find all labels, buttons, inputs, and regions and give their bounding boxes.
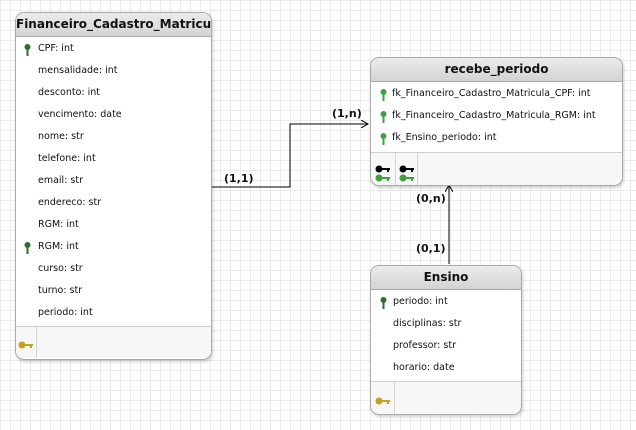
field-text: fk_Financeiro_Cadastro_Matricula_CPF: in…: [392, 88, 591, 99]
field-row-rgm[interactable]: RGM: int: [16, 214, 211, 236]
field-row-desconto[interactable]: desconto: int: [16, 82, 211, 104]
field-row-periodo[interactable]: periodo: int: [16, 302, 211, 324]
field-text: fk_Financeiro_Cadastro_Matricula_RGM: in…: [392, 110, 596, 121]
field-text: RGM: int: [38, 241, 79, 252]
field-text: fk_Ensino_periodo: int: [392, 132, 497, 143]
footer-divider: [36, 327, 37, 357]
field-text: periodo: int: [393, 296, 448, 307]
field-list: periodo: int disciplinas: str professor:…: [371, 290, 521, 379]
field-text: curso: str: [38, 263, 83, 274]
field-row-mensalidade[interactable]: mensalidade: int: [16, 60, 211, 82]
footer-divider: [417, 153, 418, 185]
foreign-key-icon: [399, 167, 415, 185]
field-text: RGM: int: [38, 219, 79, 230]
cardinality-label-recebe-side-left: (1,n): [332, 107, 362, 120]
field-row-curso[interactable]: curso: str: [16, 258, 211, 280]
field-text: endereco: str: [38, 197, 102, 208]
divider: [371, 381, 521, 382]
table-footer: [16, 327, 211, 357]
field-text: nome: str: [38, 131, 84, 142]
field-row-vencimento[interactable]: vencimento: date: [16, 104, 211, 126]
field-row-fk-ensino[interactable]: fk_Ensino_periodo: int: [371, 127, 622, 149]
field-list: fk_Financeiro_Cadastro_Matricula_CPF: in…: [371, 82, 622, 149]
table-title: Financeiro_Cadastro_Matricula: [16, 13, 211, 37]
key-icon: [375, 158, 391, 177]
field-text: email: str: [38, 175, 83, 186]
field-text: mensalidade: int: [38, 65, 118, 76]
field-text: CPF: int: [38, 43, 74, 54]
table-footer: [371, 153, 622, 185]
key-icon: [375, 390, 391, 409]
field-list: CPF: int mensalidade: int desconto: int …: [16, 37, 211, 324]
field-text: professor: str: [393, 340, 456, 351]
table-title: recebe_periodo: [371, 58, 622, 82]
table-ensino[interactable]: Ensino periodo: int disciplinas: str pro…: [370, 265, 522, 415]
field-row-periodo[interactable]: periodo: int: [371, 291, 521, 313]
field-row-fk-rgm[interactable]: fk_Financeiro_Cadastro_Matricula_RGM: in…: [371, 105, 622, 127]
foreign-key-icon: [380, 110, 387, 123]
field-row-professor[interactable]: professor: str: [371, 335, 521, 357]
field-text: telefone: int: [38, 153, 96, 164]
footer-divider: [395, 153, 396, 185]
key-icon: [18, 334, 34, 353]
field-text: disciplinas: str: [393, 318, 462, 329]
footer-divider: [394, 382, 395, 414]
field-row-rgm-key[interactable]: RGM: int: [16, 236, 211, 258]
divider: [16, 326, 211, 327]
table-title: Ensino: [371, 266, 521, 290]
key-icon: [399, 158, 415, 177]
table-recebe-periodo[interactable]: recebe_periodo fk_Financeiro_Cadastro_Ma…: [370, 57, 623, 186]
table-footer: [371, 382, 521, 414]
cardinality-label-financeiro-side: (1,1): [224, 172, 254, 185]
cardinality-label-recebe-side-bottom: (0,n): [416, 192, 446, 205]
field-row-fk-cpf[interactable]: fk_Financeiro_Cadastro_Matricula_CPF: in…: [371, 83, 622, 105]
table-financeiro-cadastro-matricula[interactable]: Financeiro_Cadastro_Matricula CPF: int m…: [15, 12, 212, 360]
foreign-key-icon: [375, 167, 391, 185]
field-row-nome[interactable]: nome: str: [16, 126, 211, 148]
field-text: periodo: int: [38, 307, 93, 318]
field-row-turno[interactable]: turno: str: [16, 280, 211, 302]
field-row-endereco[interactable]: endereco: str: [16, 192, 211, 214]
primary-key-icon: [380, 296, 387, 309]
field-text: vencimento: date: [38, 109, 122, 120]
foreign-key-icon: [380, 88, 387, 101]
field-row-disciplinas[interactable]: disciplinas: str: [371, 313, 521, 335]
field-text: turno: str: [38, 285, 83, 296]
primary-key-icon: [24, 241, 31, 254]
field-text: horario: date: [393, 362, 455, 373]
field-row-cpf[interactable]: CPF: int: [16, 38, 211, 60]
field-row-telefone[interactable]: telefone: int: [16, 148, 211, 170]
field-row-horario[interactable]: horario: date: [371, 357, 521, 379]
foreign-key-icon: [380, 132, 387, 145]
cardinality-label-ensino-side: (0,1): [416, 242, 446, 255]
field-text: desconto: int: [38, 87, 101, 98]
primary-key-icon: [24, 43, 31, 56]
relationship-line-financeiro-recebe: [211, 124, 368, 188]
field-row-email[interactable]: email: str: [16, 170, 211, 192]
divider: [371, 152, 622, 153]
